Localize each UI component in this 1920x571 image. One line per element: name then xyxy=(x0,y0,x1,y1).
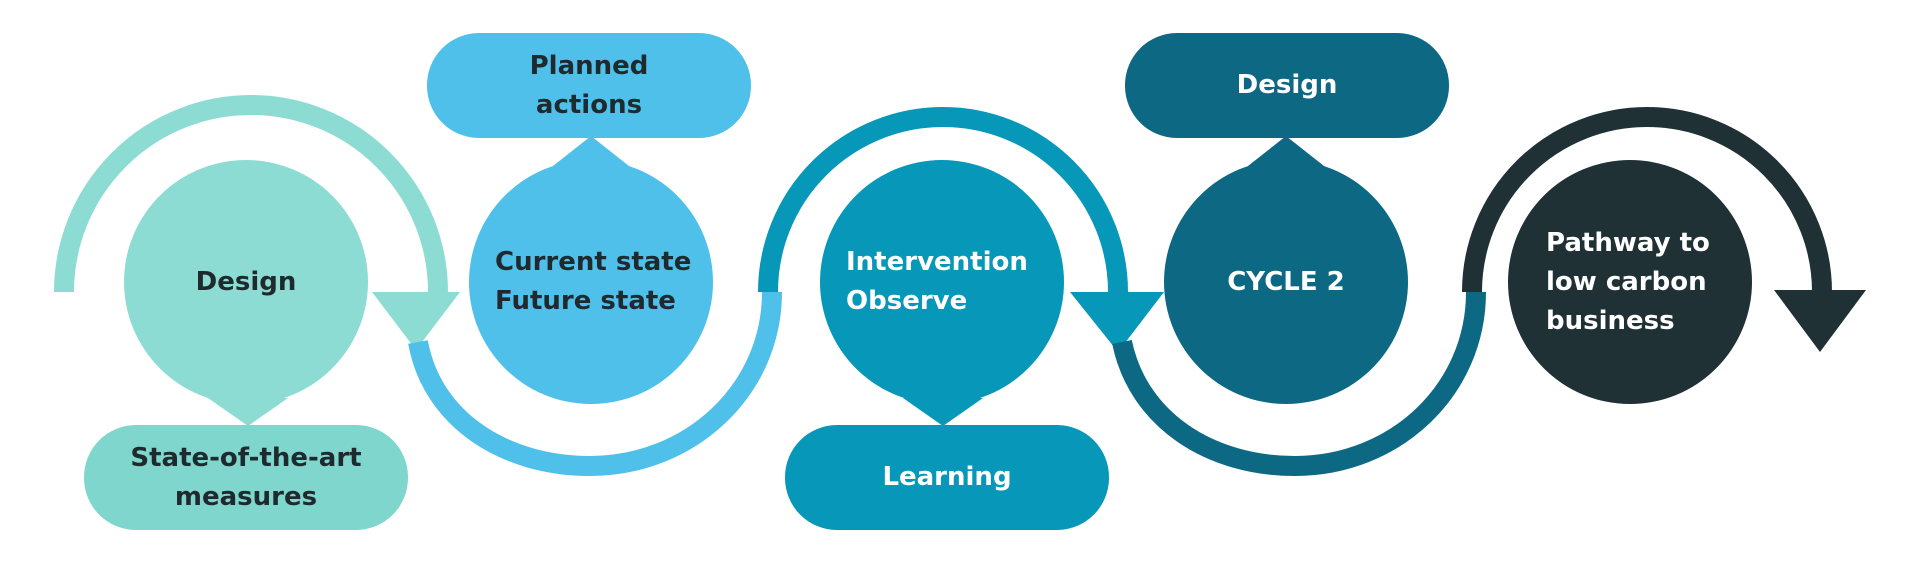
pointer-learning xyxy=(903,398,983,426)
arrowhead-pathway xyxy=(1774,290,1866,352)
pointer-planned-actions xyxy=(553,136,629,166)
pointer-state-of-the-art xyxy=(208,398,288,426)
pill-design-2-label: Design xyxy=(1236,70,1338,100)
pill-planned-actions-label: Planned actions xyxy=(529,50,649,120)
pill-learning: Learning xyxy=(785,425,1109,530)
pill-planned-actions: Planned actions xyxy=(427,33,751,138)
arrowhead-intervention xyxy=(1070,292,1164,352)
arrowhead-design xyxy=(372,292,460,350)
pill-state-of-the-art-measures-label: State-of-the-art measures xyxy=(130,442,362,512)
circle-pathway-label: Pathway to low carbon business xyxy=(1546,227,1710,336)
circle-cycle-2-label: CYCLE 2 xyxy=(1227,266,1345,297)
circle-pathway: Pathway to low carbon business xyxy=(1508,160,1752,404)
circle-current-future-state-label: Current state Future state xyxy=(495,247,692,316)
arc-intervention xyxy=(758,107,1128,293)
circle-design-label: Design xyxy=(195,266,297,297)
arc-pathway xyxy=(1462,107,1832,293)
circle-intervention-observe-label: Intervention Observe xyxy=(846,247,1028,316)
circle-cycle-2: CYCLE 2 xyxy=(1164,160,1408,404)
arc-current-state xyxy=(408,291,782,477)
pointer-design-2 xyxy=(1248,136,1324,166)
circle-current-future-state: Current state Future state xyxy=(469,160,713,404)
circle-intervention-observe: Intervention Observe xyxy=(820,160,1064,404)
arc-design xyxy=(54,95,448,293)
pill-design-2: Design xyxy=(1125,33,1449,138)
arc-cycle-2 xyxy=(1112,291,1486,477)
pill-state-of-the-art-measures: State-of-the-art measures xyxy=(84,425,408,530)
pill-learning-label: Learning xyxy=(882,462,1012,492)
circle-design: Design xyxy=(124,160,368,404)
